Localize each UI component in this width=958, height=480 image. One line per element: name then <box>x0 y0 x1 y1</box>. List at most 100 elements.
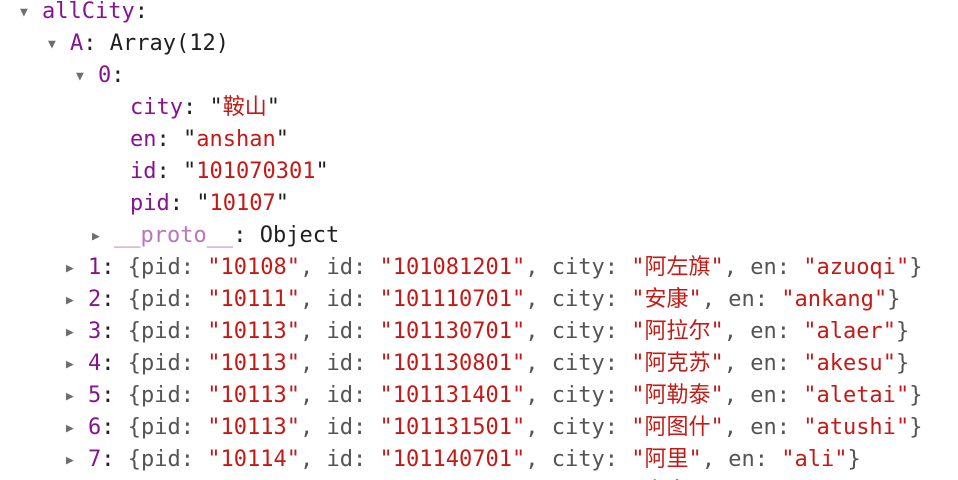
punctuation: { <box>127 383 141 408</box>
punctuation: : <box>352 319 380 344</box>
preview-key-city: city <box>551 287 605 312</box>
preview-value-en: azuoqi <box>803 255 909 280</box>
punctuation: } <box>847 447 861 472</box>
punctuation: : <box>101 255 128 280</box>
property-name: pid <box>130 191 170 216</box>
disclosure-collapsed-icon[interactable]: ▶ <box>66 453 74 468</box>
preview-key-city: city <box>551 415 605 440</box>
punctuation: : <box>101 383 128 408</box>
punctuation: , <box>723 255 751 280</box>
preview-key-id: id <box>326 287 353 312</box>
punctuation: : <box>604 319 632 344</box>
preview-key-id: id <box>326 319 353 344</box>
punctuation: : <box>180 351 208 376</box>
punctuation: , <box>723 383 751 408</box>
punctuation: : <box>352 415 380 440</box>
tree-row-item-2[interactable]: ▶2: {pid: 10111, id: 101110701, city: 安康… <box>0 284 958 316</box>
punctuation: : <box>754 287 782 312</box>
punctuation: : <box>101 351 128 376</box>
punctuation: : <box>156 127 183 152</box>
preview-key-en: en <box>750 351 777 376</box>
punctuation: : <box>352 287 380 312</box>
punctuation: : <box>776 255 804 280</box>
preview-key-id: id <box>326 415 353 440</box>
property-value: 10107 <box>196 191 289 216</box>
array-index: 1 <box>88 255 102 280</box>
preview-value-id: 101110701 <box>379 287 525 312</box>
tree-row-array-a[interactable]: ▼ A: Array(12) <box>0 28 958 60</box>
disclosure-collapsed-icon[interactable]: ▶ <box>66 357 74 372</box>
preview-key-pid: pid <box>141 255 181 280</box>
property-value: 鞍山 <box>209 95 280 120</box>
disclosure-collapsed-icon[interactable]: ▶ <box>66 421 74 436</box>
array-index: 4 <box>88 351 102 376</box>
preview-key-id: id <box>326 383 353 408</box>
punctuation: { <box>127 415 141 440</box>
preview-key-pid: pid <box>141 287 181 312</box>
tree-row-item-6[interactable]: ▶6: {pid: 10113, id: 101131501, city: 阿图… <box>0 412 958 444</box>
property-row-city[interactable]: city: 鞍山 <box>0 92 958 124</box>
preview-key-id: id <box>326 255 353 280</box>
punctuation: , <box>299 319 327 344</box>
preview-value-city: 阿克苏 <box>631 351 724 376</box>
punctuation: , <box>525 287 552 312</box>
preview-key-en: en <box>750 415 777 440</box>
disclosure-collapsed-icon[interactable]: ▶ <box>92 229 100 244</box>
punctuation: : <box>604 415 632 440</box>
punctuation: : <box>83 31 110 56</box>
tree-row-item-8-partial[interactable]: ▶8: {pid: 10115, id: 101150101, city: 安多… <box>0 476 958 480</box>
tree-row-item-5[interactable]: ▶5: {pid: 10113, id: 101131401, city: 阿勒… <box>0 380 958 412</box>
disclosure-collapsed-icon[interactable]: ▶ <box>66 325 74 340</box>
disclosure-expanded-icon[interactable]: ▼ <box>20 5 28 20</box>
punctuation: , <box>299 255 327 280</box>
punctuation: : <box>111 63 125 88</box>
preview-value-id: 101130701 <box>379 319 525 344</box>
preview-value-pid: 10108 <box>207 255 300 280</box>
punctuation: : <box>182 95 210 120</box>
preview-value-en: alaer <box>803 319 896 344</box>
proto-value: Object <box>259 223 340 248</box>
preview-value-pid: 10114 <box>207 447 300 472</box>
disclosure-collapsed-icon[interactable]: ▶ <box>66 261 74 276</box>
disclosure-expanded-icon[interactable]: ▼ <box>76 69 84 84</box>
punctuation: , <box>525 319 552 344</box>
tree-row-proto[interactable]: ▶__proto__: Object <box>0 220 958 252</box>
property-row-id[interactable]: id: 101070301 <box>0 156 958 188</box>
property-row-pid[interactable]: pid: 10107 <box>0 188 958 220</box>
disclosure-expanded-icon[interactable]: ▼ <box>48 37 56 52</box>
punctuation: : <box>776 383 804 408</box>
tree-row-item-0[interactable]: ▼0: <box>0 60 958 92</box>
preview-value-en: ali <box>781 447 847 472</box>
punctuation: : <box>156 159 183 184</box>
preview-key-city: city <box>551 351 605 376</box>
preview-value-id: 101130801 <box>379 351 525 376</box>
punctuation: , <box>299 447 327 472</box>
punctuation: : <box>180 319 208 344</box>
punctuation: : <box>754 447 782 472</box>
property-name: A <box>70 31 84 56</box>
property-row-en[interactable]: en: anshan <box>0 124 958 156</box>
disclosure-collapsed-icon[interactable]: ▶ <box>66 389 74 404</box>
tree-row-item-3[interactable]: ▶3: {pid: 10113, id: 101130701, city: 阿拉… <box>0 316 958 348</box>
punctuation: , <box>701 287 729 312</box>
property-name: allCity <box>42 0 135 24</box>
punctuation: , <box>723 415 751 440</box>
punctuation: , <box>299 383 327 408</box>
tree-row-item-7[interactable]: ▶7: {pid: 10114, id: 101140701, city: 阿里… <box>0 444 958 476</box>
preview-value-pid: 10113 <box>207 319 300 344</box>
punctuation: , <box>525 255 552 280</box>
preview-value-id: 101081201 <box>379 255 525 280</box>
punctuation: } <box>909 255 923 280</box>
array-length-value: Array(12) <box>109 31 229 56</box>
punctuation: : <box>604 287 632 312</box>
tree-row-item-1[interactable]: ▶1: {pid: 10108, id: 101081201, city: 阿左… <box>0 252 958 284</box>
tree-row-item-4[interactable]: ▶4: {pid: 10113, id: 101130801, city: 阿克… <box>0 348 958 380</box>
preview-value-city: 阿勒泰 <box>631 383 724 408</box>
preview-value-en: akesu <box>803 351 896 376</box>
punctuation: } <box>909 415 923 440</box>
punctuation: : <box>101 415 128 440</box>
punctuation: { <box>127 351 141 376</box>
tree-row-allcity[interactable]: ▼allCity: <box>0 0 958 28</box>
disclosure-collapsed-icon[interactable]: ▶ <box>66 293 74 308</box>
